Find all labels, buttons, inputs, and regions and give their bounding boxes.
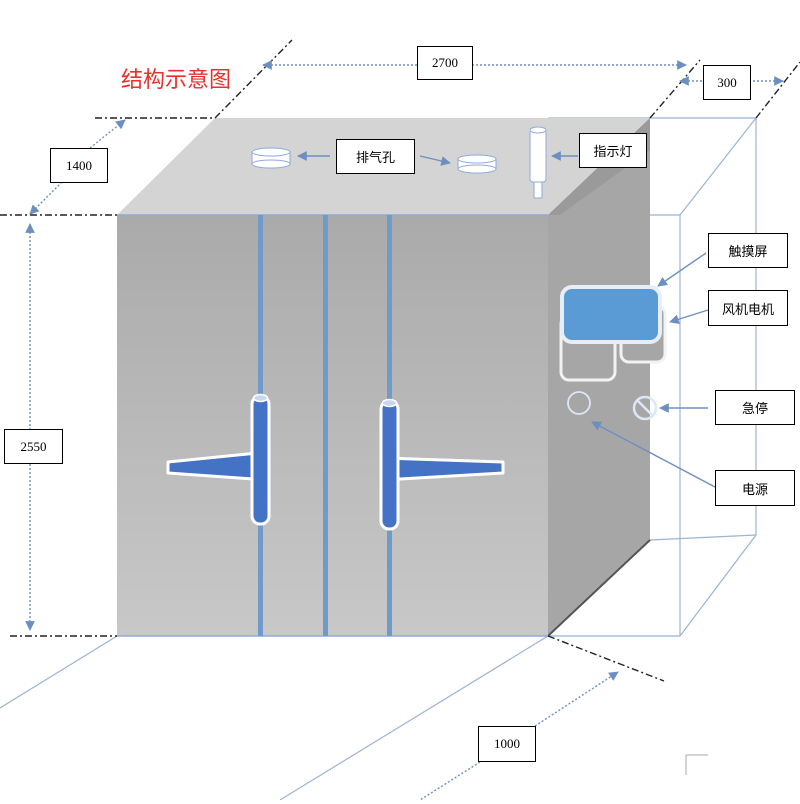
reference-lines [0,39,800,682]
callout-touch-screen: 触摸屏 [708,233,788,268]
power-button [567,391,591,415]
cabinet-front-face [117,215,548,636]
extension-outline [0,117,757,801]
left-door-handle [166,393,271,526]
dimension-height-label: 2550 [4,429,63,464]
exhaust-vent-left [251,147,291,169]
dimension-depth-bottom-label: 1000 [478,726,536,762]
exhaust-vent-right [457,154,497,174]
diagram-title: 结构示意图 [121,68,232,93]
corner-mark [685,754,708,775]
dimension-arrows [25,60,784,801]
dimension-side-extension-label: 300 [703,65,751,100]
right-door-handle [379,398,505,531]
emergency-stop-button [632,395,658,421]
indicator-light [529,126,547,199]
callout-fan-motor: 风机电机 [708,290,788,326]
touch-screen [560,285,662,344]
dimension-width-label: 2700 [417,46,473,80]
dimension-depth-top-label: 1400 [50,148,108,183]
callout-emergency-stop: 急停 [715,390,795,425]
callout-exhaust-vent: 排气孔 [336,139,415,174]
callout-power: 电源 [715,470,795,506]
callout-arrows [297,151,716,488]
callout-indicator-light: 指示灯 [579,133,647,168]
